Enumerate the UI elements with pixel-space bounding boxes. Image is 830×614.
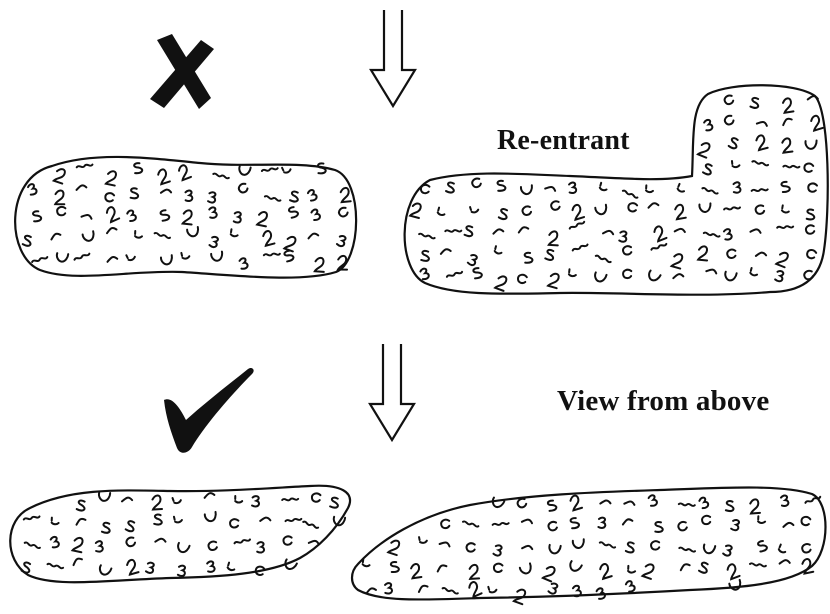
blob-bottom-left xyxy=(10,486,350,583)
down-arrow-icon xyxy=(370,344,414,440)
cross-mark-icon xyxy=(150,34,214,109)
check-mark-icon xyxy=(164,368,254,453)
down-arrow-icon xyxy=(371,10,415,106)
label-view-from-above: View from above xyxy=(557,385,769,418)
label-re-entrant: Re-entrant xyxy=(497,125,630,157)
blob-top-right xyxy=(405,85,828,294)
blob-top-left xyxy=(15,157,356,278)
blob-bottom-right xyxy=(352,488,826,605)
